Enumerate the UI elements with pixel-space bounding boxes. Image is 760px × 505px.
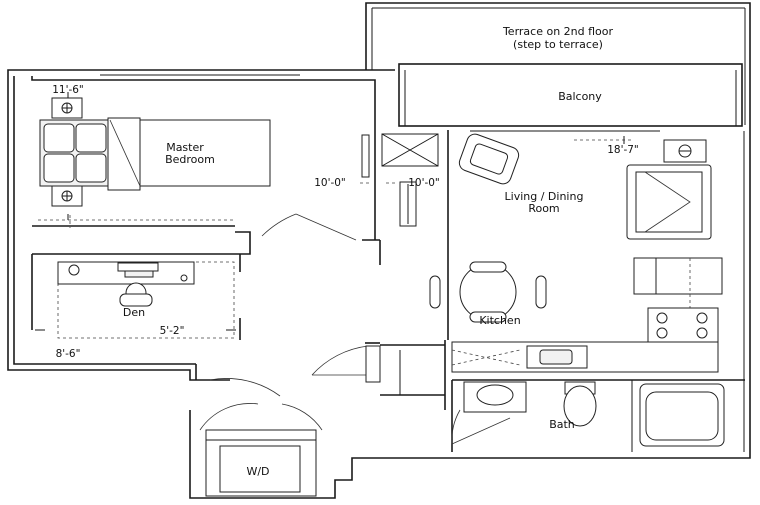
dim-living-depth: 10'-0" <box>408 177 440 189</box>
living-dining-label-line1: Living / Dining <box>505 190 584 203</box>
dim-den-width: 8'-6" <box>56 348 81 360</box>
den-walls <box>31 254 241 340</box>
master-bedroom-label-line1: Master <box>166 141 204 154</box>
wd-label: W/D <box>246 465 269 478</box>
sofa <box>626 164 712 240</box>
master-bedroom-walls <box>31 76 380 255</box>
kitchen-label: Kitchen <box>479 314 520 327</box>
dim-master-width: 11'-6" <box>52 84 84 96</box>
living-dining-label-line2: Room <box>528 202 559 215</box>
bath-label: Bath <box>549 418 575 431</box>
terrace-outline <box>365 2 751 125</box>
master-bedroom-label-line2: Bedroom <box>165 153 215 166</box>
entry-walls <box>195 130 449 410</box>
linen-closet <box>381 133 439 227</box>
bathtub <box>639 383 725 447</box>
armchair <box>458 133 520 185</box>
dim-living-width: 18'-7" <box>607 144 639 156</box>
bedroom-closet <box>38 215 235 228</box>
kitchen-counter <box>451 258 719 373</box>
cooktop <box>647 307 719 343</box>
laundry-closet <box>199 403 323 497</box>
dim-den-inner: 5'-2" <box>160 325 185 337</box>
terrace-label-line2: (step to terrace) <box>513 38 603 51</box>
nightstand-top <box>51 97 83 119</box>
balcony-label: Balcony <box>558 90 602 103</box>
side-table <box>663 139 707 163</box>
bath-sink <box>463 381 527 413</box>
den-label: Den <box>123 306 145 319</box>
bedroom-door <box>261 213 357 241</box>
bath-door <box>451 409 511 445</box>
toilet <box>563 381 597 427</box>
dimension-markers <box>35 92 634 331</box>
den-desk <box>57 261 195 307</box>
bed <box>39 117 271 191</box>
dim-master-depth: 10'-0" <box>314 177 346 189</box>
fridge-block <box>633 257 723 295</box>
exterior-walls <box>7 69 751 499</box>
dining-table <box>429 261 547 323</box>
terrace-label-line1: Terrace on 2nd floor <box>502 25 614 38</box>
nightstand-bottom <box>51 185 83 207</box>
